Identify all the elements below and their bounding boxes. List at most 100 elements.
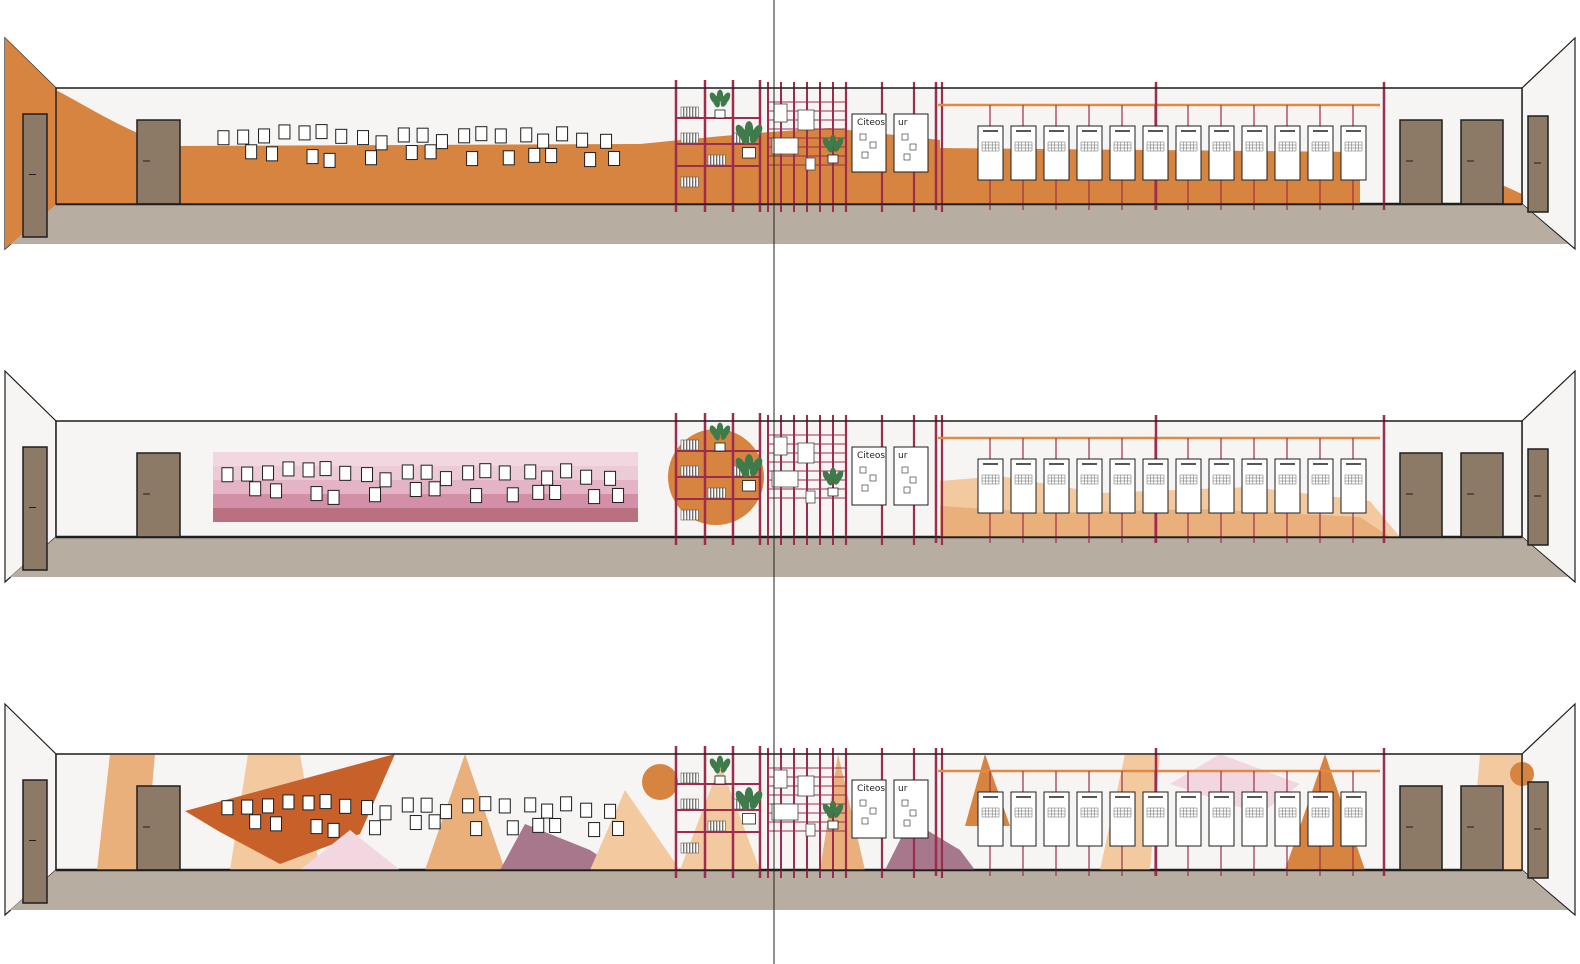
door: [1527, 115, 1549, 213]
pinned-note: [797, 109, 815, 131]
book: [733, 132, 737, 144]
board-note: [869, 141, 877, 149]
photo-frame: [439, 804, 452, 820]
book: [689, 842, 693, 854]
door: [136, 452, 181, 538]
door: [136, 785, 181, 871]
book: [680, 176, 684, 188]
book: [680, 772, 684, 784]
book: [683, 509, 687, 521]
pinned-note: [805, 490, 816, 504]
photo-frame: [327, 822, 340, 838]
photo-frame: [270, 483, 283, 499]
orange-wave-mural: [56, 90, 940, 204]
photo-frame: [375, 135, 388, 151]
photo-frame: [524, 797, 537, 813]
floor: [10, 870, 1568, 910]
calendar-sheet: [1010, 458, 1037, 514]
calendar-sheet: [1340, 458, 1367, 514]
calendar-sheet: [977, 791, 1004, 847]
plant-leaf: [713, 95, 720, 108]
book: [707, 487, 711, 499]
book: [686, 842, 690, 854]
calendar-sheet: [1241, 458, 1268, 514]
book: [680, 465, 684, 477]
door: [22, 113, 48, 238]
photo-frame: [217, 130, 230, 146]
board-label-right: ur: [898, 451, 908, 461]
board-note: [903, 153, 911, 161]
book: [686, 465, 690, 477]
plant-leaf: [833, 140, 841, 152]
board-note: [869, 807, 877, 815]
photo-frame: [282, 461, 295, 477]
book: [719, 154, 723, 166]
pinned-note: [805, 157, 816, 171]
calendar-sheet: [1274, 125, 1301, 181]
pin-board-right: [893, 113, 929, 173]
photo-frame: [258, 128, 271, 144]
back-wall-outline: [55, 420, 1523, 538]
book: [680, 132, 684, 144]
photo-frame: [365, 150, 378, 166]
photo-frame: [612, 487, 625, 503]
plant-leaf: [720, 761, 728, 773]
photo-frame: [221, 800, 234, 816]
plant-leaf: [739, 129, 749, 145]
photo-frame: [466, 151, 479, 167]
shape-peach-triangle: [590, 790, 680, 870]
photo-frame: [302, 462, 315, 478]
photo-frame: [357, 130, 370, 146]
photo-frame: [245, 144, 258, 160]
photo-frame: [409, 815, 422, 831]
photo-frame: [420, 797, 433, 813]
board-note: [909, 476, 917, 484]
book: [686, 772, 690, 784]
calendar-sheet: [1208, 458, 1235, 514]
photo-frame: [475, 126, 488, 142]
photo-frame: [537, 133, 550, 149]
plant-leaf: [739, 795, 749, 811]
shape-tall-peach: [680, 764, 760, 870]
photo-frame: [588, 489, 601, 505]
board-note: [903, 486, 911, 494]
photo-frame: [221, 467, 234, 483]
photo-frame: [249, 814, 262, 830]
photo-frame: [470, 821, 483, 837]
photo-frame: [405, 145, 418, 161]
board-label-right: ur: [898, 118, 908, 128]
board-note: [859, 466, 867, 474]
photo-frame: [462, 465, 475, 481]
book: [683, 106, 687, 118]
door: [1460, 119, 1504, 205]
book: [695, 772, 699, 784]
photo-frame: [339, 798, 352, 814]
photo-frame: [541, 470, 554, 486]
photo-frame: [369, 487, 382, 503]
plant-leaf: [826, 473, 833, 486]
plant-leaf: [713, 428, 720, 441]
photo-frame: [462, 798, 475, 814]
back-wall-outline: [55, 753, 1523, 871]
photo-frame: [241, 466, 254, 482]
book: [695, 842, 699, 854]
book: [707, 820, 711, 832]
photo-frame: [588, 822, 601, 838]
plant-pot: [742, 480, 756, 492]
pin-board-left: [851, 113, 887, 173]
photo-frame: [262, 465, 275, 481]
plant-pot: [827, 154, 839, 164]
photo-frame: [528, 147, 541, 163]
photo-frame: [479, 796, 492, 812]
book: [692, 132, 696, 144]
door: [1399, 119, 1443, 205]
book: [719, 820, 723, 832]
photo-frame: [420, 464, 433, 480]
photo-frame: [435, 134, 448, 150]
book: [689, 106, 693, 118]
board-note: [859, 799, 867, 807]
photo-frame: [241, 799, 254, 815]
